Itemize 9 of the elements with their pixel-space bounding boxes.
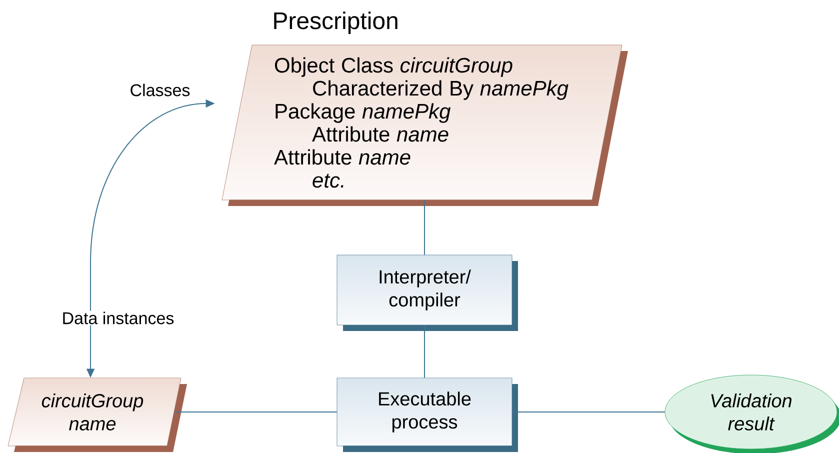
connector [424,200,425,256]
label-text: Data instances [60,310,176,326]
parallelogram-box: circuitGroup name [8,378,187,452]
parallelogram-box: Prescription Object Class circuitGroup Characterized By namePkg Package namePkg Attribute name Attribute name etc. [222,12,628,206]
connector [424,324,425,378]
node-label: Prescription [274,12,398,34]
process-box: Executable process [336,378,518,452]
process-box: Interpreter/ compiler [336,254,518,331]
label-text: Classes [128,82,192,98]
